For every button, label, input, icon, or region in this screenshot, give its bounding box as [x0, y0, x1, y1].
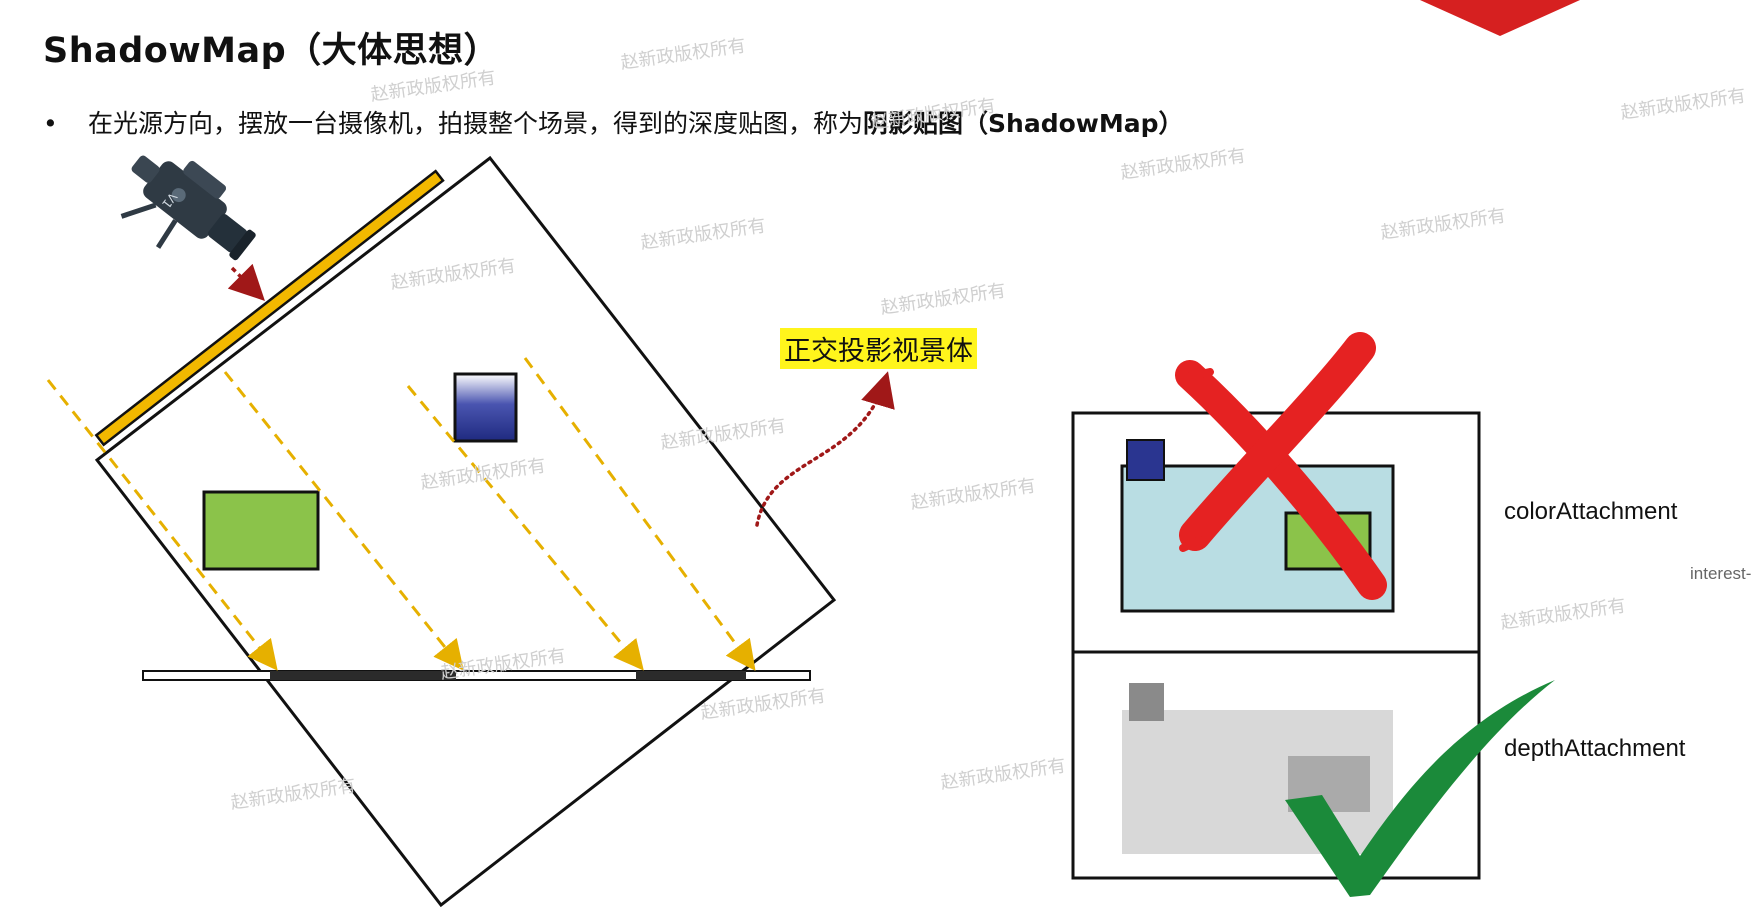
bullet-text: 在光源方向，摆放一台摄像机，拍摄整个场景，得到的深度贴图，称为阴影贴图（Shad… [88, 109, 1184, 138]
light-ray [46, 379, 278, 671]
clipped-edge-text: interest- [1690, 564, 1752, 583]
ground-shadow-2 [636, 671, 746, 680]
red-cross-icon [1175, 332, 1387, 600]
green-check-icon [1285, 680, 1555, 897]
bullet-text-after: （ShadowMap） [963, 109, 1184, 138]
bullet-text-before: 在光源方向，摆放一台摄像机，拍摄整个场景，得到的深度贴图，称为 [88, 109, 864, 138]
camera-arrow [227, 263, 265, 301]
bullet-marker: • [43, 109, 58, 138]
ortho-frustum-label: 正交投影视景体 [780, 328, 977, 369]
light-rays [46, 357, 756, 671]
bullet-text-bold: 阴影贴图 [863, 109, 964, 138]
ground-shadow-1 [270, 671, 456, 680]
depth-cube [1129, 683, 1164, 721]
light-ray [523, 357, 756, 671]
blue-cube [453, 372, 518, 443]
light-ray [223, 371, 464, 671]
camera-icon: V1 [120, 155, 256, 261]
depth-attachment-label: depthAttachment [1504, 735, 1686, 762]
slide-title: ShadowMap（大体思想） [43, 31, 500, 71]
light-ray [406, 385, 644, 671]
ground-plane [142, 670, 811, 681]
color-attachment-label: colorAttachment [1504, 498, 1678, 525]
bullet-point: • 在光源方向，摆放一台摄像机，拍摄整个场景，得到的深度贴图，称为阴影贴图（Sha… [43, 104, 1184, 140]
green-box [202, 490, 320, 571]
ortho-frustum [94, 155, 837, 908]
corner-banner [1420, 0, 1580, 36]
color-blue-cube [1126, 439, 1165, 481]
light-near-plane [94, 169, 445, 447]
callout-arrow [755, 371, 895, 527]
